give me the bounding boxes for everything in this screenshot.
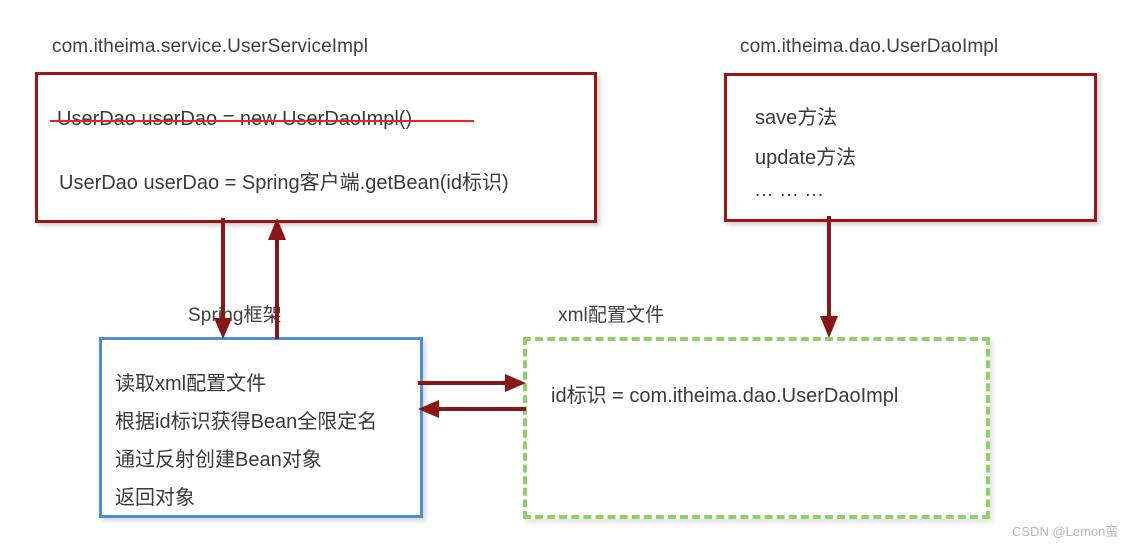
- xml-config-label: xml配置文件: [558, 305, 665, 326]
- xml-bean-entry: id标识 = com.itheima.dao.UserDaoImpl: [551, 385, 899, 407]
- service-impl-box: [35, 72, 597, 223]
- dao-method-update: update方法: [755, 147, 857, 169]
- csdn-watermark: CSDN @Lemon蛮: [1012, 524, 1119, 539]
- dao-impl-box: [724, 73, 1097, 222]
- strikethrough-rule: [50, 120, 474, 122]
- service-struck-code-line: UserDao userDao = new UserDaoImpl(): [57, 108, 413, 130]
- arrow-dao-to-xml-icon: [820, 216, 838, 338]
- arrow-spring-to-xml-icon: [418, 374, 526, 392]
- dao-method-ellipsis: ... ... ...: [755, 180, 825, 201]
- spring-step-resolve-id: 根据id标识获得Bean全限定名: [115, 411, 378, 433]
- spring-framework-box: [99, 337, 423, 518]
- service-box-caption: com.itheima.service.UserServiceImpl: [52, 36, 369, 57]
- dao-method-save: save方法: [755, 107, 838, 129]
- spring-step-read-xml: 读取xml配置文件: [115, 373, 267, 395]
- spring-framework-label: Spring框架: [188, 305, 282, 326]
- spring-step-reflection-create: 通过反射创建Bean对象: [115, 449, 322, 471]
- dao-box-caption: com.itheima.dao.UserDaoImpl: [740, 36, 999, 57]
- xml-config-box: [523, 337, 990, 519]
- arrow-xml-to-spring-icon: [418, 400, 526, 418]
- service-active-code-line: UserDao userDao = Spring客户端.getBean(id标识…: [59, 172, 509, 194]
- spring-step-return-object: 返回对象: [115, 487, 195, 509]
